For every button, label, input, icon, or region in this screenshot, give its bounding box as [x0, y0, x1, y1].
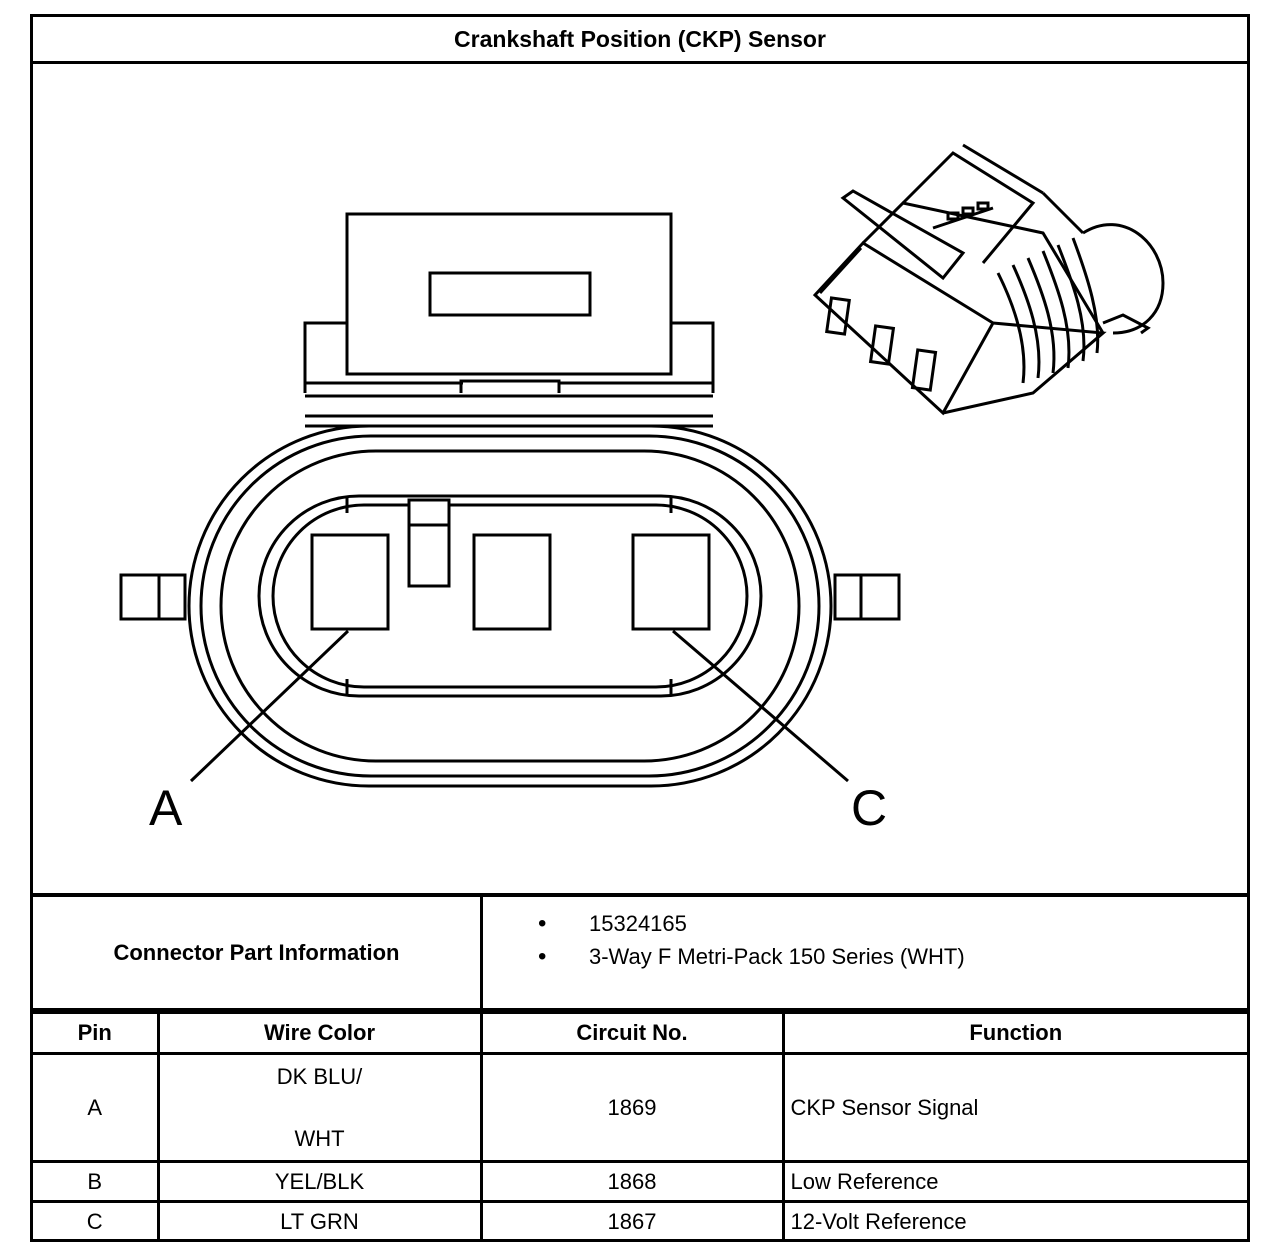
pin-cell: B — [33, 1160, 160, 1203]
wire-color-line-2: WHT — [294, 1125, 345, 1151]
header-pin: Pin — [33, 1011, 160, 1055]
part-info-list: 15324165 3-Way F Metri-Pack 150 Series (… — [483, 897, 1247, 1018]
circuit-cell: 1868 — [479, 1160, 785, 1203]
connector-diagram: A C — [33, 61, 1247, 893]
connector-part-info-label: Connector Part Information — [33, 897, 483, 1008]
connector-3d-icon — [812, 143, 1165, 416]
circuit-cell: 1867 — [479, 1200, 785, 1242]
header-function: Function — [781, 1011, 1247, 1055]
connector-part-info: Connector Part Information 15324165 3-Wa… — [33, 893, 1247, 1011]
wire-color-cell: LT GRN — [156, 1200, 483, 1242]
circuit-cell: 1869 — [479, 1052, 785, 1163]
connector-sheet: Crankshaft Position (CKP) Sensor — [30, 14, 1250, 1242]
pin-cell: C — [33, 1200, 160, 1242]
wire-color-cell: YEL/BLK — [156, 1160, 483, 1203]
page-title: Crankshaft Position (CKP) Sensor — [33, 17, 1247, 64]
header-wire-color: Wire Color — [156, 1011, 483, 1055]
connector-description: 3-Way F Metri-Pack 150 Series (WHT) — [483, 940, 1247, 973]
part-number: 15324165 — [483, 907, 1247, 940]
function-cell: CKP Sensor Signal — [781, 1052, 1247, 1163]
pin-label-a: A — [149, 780, 183, 836]
connector-face-icon: A C — [119, 212, 901, 836]
table-row: B YEL/BLK 1868 Low Reference — [33, 1160, 1247, 1203]
pin-label-c: C — [851, 780, 887, 836]
function-cell: Low Reference — [781, 1160, 1247, 1203]
wire-color-cell: DK BLU/ WHT — [156, 1052, 483, 1163]
header-circuit-no: Circuit No. — [479, 1011, 785, 1055]
table-row: A DK BLU/ WHT 1869 CKP Sensor Signal — [33, 1052, 1247, 1163]
table-header-row: Pin Wire Color Circuit No. Function — [33, 1011, 1247, 1055]
pin-cell: A — [33, 1052, 160, 1163]
function-cell: 12-Volt Reference — [781, 1200, 1247, 1242]
table-row: C LT GRN 1867 12-Volt Reference — [33, 1200, 1247, 1242]
pinout-table: Pin Wire Color Circuit No. Function A DK… — [33, 1011, 1247, 1242]
wire-color-line-1: DK BLU/ — [276, 1063, 363, 1089]
